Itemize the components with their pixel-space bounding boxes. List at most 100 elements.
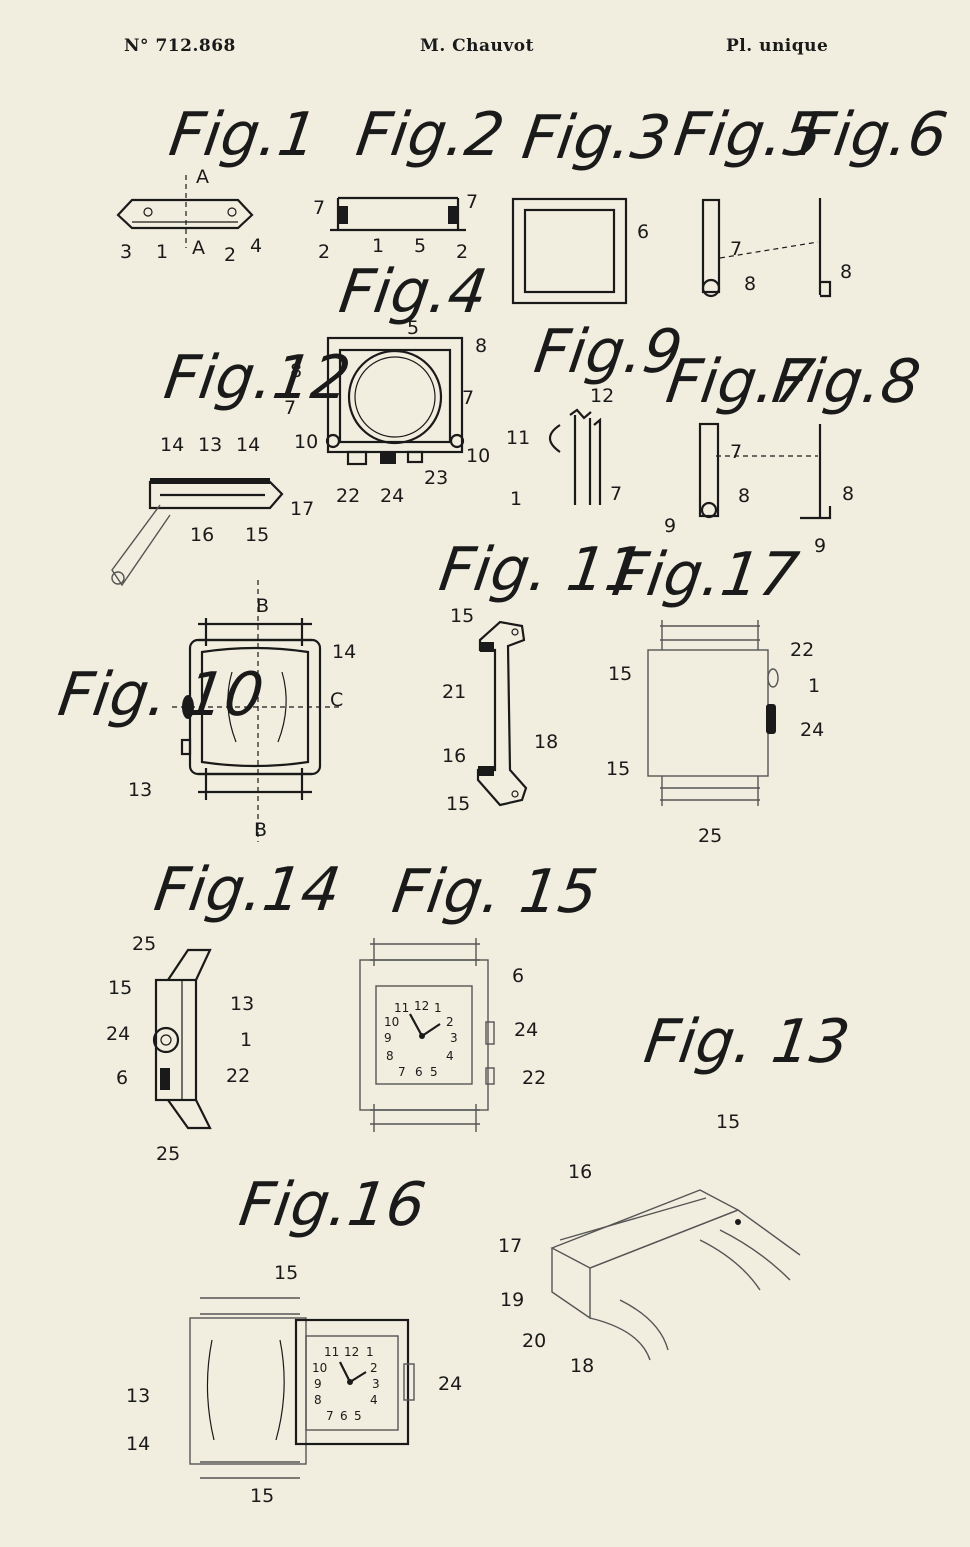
fig17-ref-15-top: 15 xyxy=(608,663,632,685)
fig15-dial-numerals: 12 1 2 3 4 5 6 7 8 9 10 11 xyxy=(384,999,458,1079)
figure-13: Fig. 13 15 16 17 19 20 18 xyxy=(498,1007,854,1377)
fig16-ref-14: 14 xyxy=(126,1433,150,1455)
fig1-ref-3: 3 xyxy=(120,241,132,263)
figure-12: Fig.12 14 13 14 17 16 15 xyxy=(111,343,355,587)
fig10-section-c-right: C xyxy=(330,689,343,711)
fig17-ref-22: 22 xyxy=(790,639,814,661)
fig4-ref-10-right: 10 xyxy=(466,445,490,467)
fig14-top-attachment xyxy=(167,948,212,981)
fig16-ref-15-bottom: 15 xyxy=(250,1485,274,1507)
fig15-dial-frame xyxy=(375,985,473,1085)
fig13-ref-18: 18 xyxy=(570,1355,594,1377)
fig4-crown-24 xyxy=(380,452,396,464)
fig1-left-hole xyxy=(143,207,153,217)
figure-7: Fig.7 7 8 9 xyxy=(662,347,818,537)
fig16-ref-13: 13 xyxy=(126,1385,150,1407)
fig2-ref-2-right: 2 xyxy=(456,241,468,263)
fig15-numeral-9: 9 xyxy=(384,1031,392,1045)
fig4-ref-10-left: 10 xyxy=(294,431,318,453)
fig15-numeral-2: 2 xyxy=(446,1015,454,1029)
fig13-strap-band xyxy=(699,1229,791,1291)
fig16-numeral-10: 10 xyxy=(312,1361,327,1375)
figure-3: Fig.3 6 xyxy=(511,103,674,305)
fig4-pin-right xyxy=(449,433,465,449)
fig16-numeral-12: 12 xyxy=(344,1345,359,1359)
fig16-dial-numerals: 12 1 2 3 4 5 6 7 8 9 10 11 xyxy=(312,1345,380,1423)
fig16-numeral-2: 2 xyxy=(370,1361,378,1375)
figure-3-title: Fig.3 xyxy=(518,103,674,173)
fig7-ref-7: 7 xyxy=(730,441,742,463)
fig15-pusher-22 xyxy=(485,1067,495,1085)
fig16-numeral-8: 8 xyxy=(314,1393,322,1407)
fig16-grooves-14 xyxy=(206,1339,285,1441)
fig3-outer-frame xyxy=(511,197,628,305)
fig4-ref-7-right: 7 xyxy=(462,387,474,409)
fig16-numeral-4: 4 xyxy=(370,1393,378,1407)
fig12-ref-13: 13 xyxy=(198,434,222,456)
fig13-ref-20: 20 xyxy=(522,1330,546,1352)
fig17-pusher-22 xyxy=(767,668,779,688)
fig2-ref-7-left: 7 xyxy=(313,197,325,219)
figure-8: Fig.8 8 9 xyxy=(768,347,924,557)
fig15-hands xyxy=(409,1013,441,1037)
fig12-arm-pin xyxy=(111,571,125,585)
fig15-hand-pivot xyxy=(419,1033,425,1039)
fig1-ref-4: 4 xyxy=(250,235,262,257)
fig17-ref-15-bottom: 15 xyxy=(606,758,630,780)
figure-9: Fig.9 12 11 1 7 xyxy=(506,317,686,510)
fig14-bottom-attachment xyxy=(167,1099,212,1130)
figure-4-title: Fig.4 xyxy=(335,257,491,327)
fig4-dial-inner xyxy=(354,356,436,438)
fig2-left-clip xyxy=(338,206,348,224)
fig16-hand-pivot xyxy=(347,1379,353,1385)
fig15-bottom-lugs xyxy=(370,1104,480,1132)
fig14-crown-center xyxy=(160,1034,172,1046)
figure-14-title: Fig.14 xyxy=(150,855,344,925)
fig4-inner-frame xyxy=(338,348,452,444)
figure-6-title: Fig.6 xyxy=(795,100,951,170)
fig15-numeral-3: 3 xyxy=(450,1031,458,1045)
fig14-ref-15: 15 xyxy=(108,977,132,999)
fig15-numeral-11: 11 xyxy=(394,1001,409,1015)
fig10-section-b-bottom: B xyxy=(254,819,267,841)
fig13-ref-17: 17 xyxy=(498,1235,522,1257)
fig1-ref-1: 1 xyxy=(156,241,168,263)
fig11-ref-18: 18 xyxy=(534,731,558,753)
fig16-dial-frame xyxy=(305,1335,399,1431)
fig11-ref-16: 16 xyxy=(442,745,466,767)
fig4-ref-24: 24 xyxy=(380,485,404,507)
fig16-numeral-6: 6 xyxy=(340,1409,348,1423)
fig10-back-cover-13 xyxy=(200,646,310,768)
fig4-crown-23 xyxy=(406,450,424,464)
fig14-ref-6: 6 xyxy=(116,1067,128,1089)
figure-5-title: Fig.5 xyxy=(670,100,826,170)
fig16-ref-15-top: 15 xyxy=(274,1262,298,1284)
fig15-numeral-6: 6 xyxy=(415,1065,423,1079)
fig14-ref-25-top: 25 xyxy=(132,933,156,955)
fig13-ref-15: 15 xyxy=(716,1111,740,1133)
fig11-section-profile xyxy=(476,620,528,807)
fig7-ref-8: 8 xyxy=(738,485,750,507)
fig12-hinged-arm xyxy=(111,504,171,587)
fig4-ref-8-right: 8 xyxy=(475,335,487,357)
figure-2-title: Fig.2 xyxy=(352,100,508,170)
fig1-right-hole xyxy=(227,207,237,217)
fig10-groove-right xyxy=(277,671,287,743)
fig17-bottom-lugs xyxy=(660,776,760,806)
fig15-numeral-7: 7 xyxy=(398,1065,406,1079)
patent-number: N° 712.868 xyxy=(124,36,236,56)
fig11-bottom-insert xyxy=(478,766,494,776)
fig3-ref-6: 6 xyxy=(637,221,649,243)
figure-16-title: Fig.16 xyxy=(235,1170,429,1240)
fig13-rivet xyxy=(735,1219,741,1225)
fig10-pusher xyxy=(180,738,192,756)
fig13-ref-16: 16 xyxy=(568,1161,592,1183)
figure-17: Fig.17 15 22 1 24 15 25 xyxy=(606,540,824,847)
fig11-ref-21: 21 xyxy=(442,681,466,703)
fig11-top-insert xyxy=(480,642,494,652)
fig13-ref-19: 19 xyxy=(500,1289,524,1311)
figure-11-title: Fig. 11 xyxy=(435,535,649,605)
fig15-numeral-10: 10 xyxy=(384,1015,399,1029)
fig16-hands xyxy=(339,1361,367,1383)
